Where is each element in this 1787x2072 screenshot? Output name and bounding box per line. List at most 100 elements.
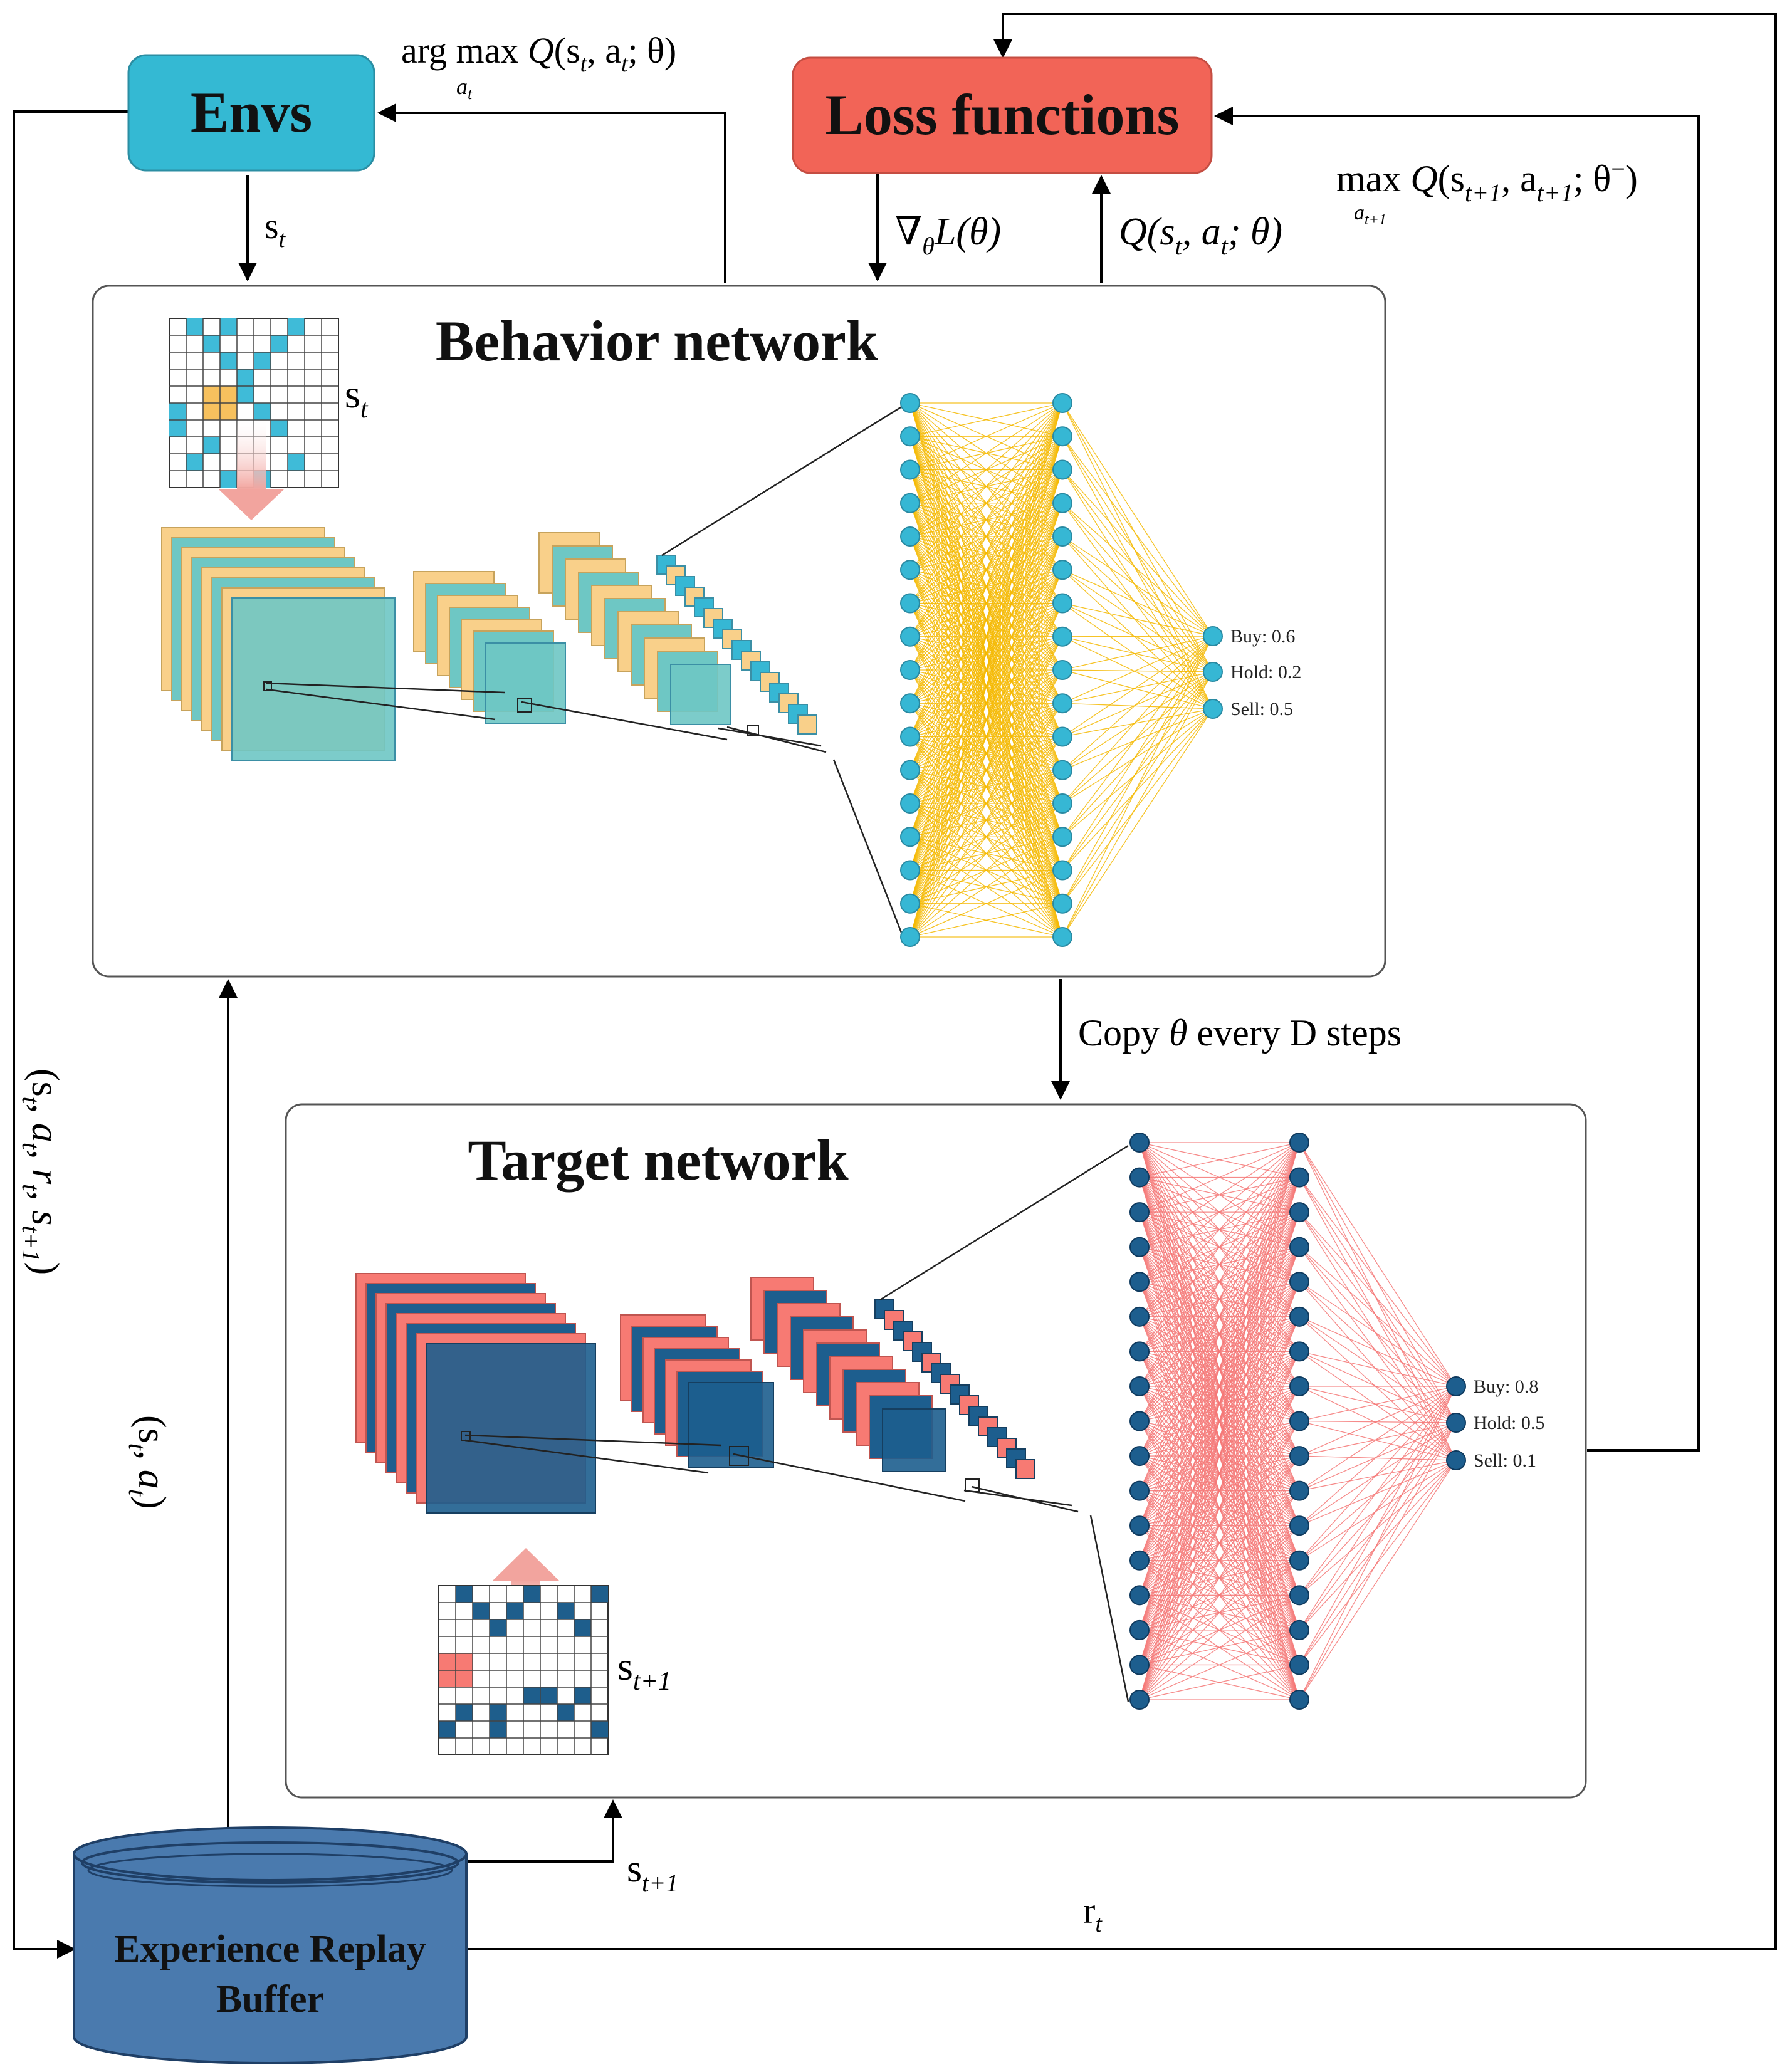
grid-cell-filled [490, 1704, 506, 1721]
fc-node-layer1 [1129, 1585, 1150, 1606]
kernel-marker [965, 1478, 980, 1492]
buffer-label-line1: Experience Replay [114, 1928, 426, 1970]
output-node-buy [1203, 626, 1223, 646]
experience-replay-buffer: Experience Replay Buffer [73, 1826, 468, 2064]
fc-node-layer1 [1129, 1237, 1150, 1257]
receptive-field-line [464, 1439, 709, 1474]
envs-box [127, 54, 375, 172]
fc-node-layer1 [900, 493, 920, 513]
arrow-buffer-to-target [466, 1799, 622, 1863]
fc-node-layer2 [1052, 893, 1072, 914]
grid-cell-filled [523, 1586, 540, 1603]
output-label-sell: Sell: 0.5 [1230, 699, 1293, 719]
fc-node-layer1 [900, 827, 920, 847]
fc-node-layer1 [900, 626, 920, 647]
fc-node-layer1 [900, 526, 920, 547]
fc-node-layer2 [1289, 1446, 1309, 1467]
conv-feature-map-front [882, 1408, 946, 1472]
receptive-field-line [726, 726, 827, 753]
argmax-label: arg max Q(st, at; θ) at [401, 30, 676, 103]
svg-text:at: at [456, 74, 473, 103]
fc-node-layer2 [1289, 1550, 1309, 1571]
receptive-field-line [1089, 1515, 1129, 1702]
receptive-field-line [971, 1485, 1079, 1513]
grid-cell-filled [456, 1704, 473, 1721]
fc-node-layer2 [1289, 1133, 1309, 1153]
fc-node-layer1 [1129, 1411, 1150, 1431]
arrow-envs-to-buffer [13, 110, 128, 1959]
fc-node-layer1 [1129, 1690, 1150, 1710]
label-q-current: Q(st, at; θ) [1119, 211, 1282, 260]
target-input-arrow-head [493, 1548, 559, 1581]
fc-node-layer2 [1052, 927, 1072, 947]
fc-node-layer1 [1129, 1550, 1150, 1571]
grid-cell-filled [169, 403, 186, 420]
fc-node-layer2 [1289, 1341, 1309, 1362]
fc-node-layer2 [1289, 1202, 1309, 1223]
kernel-marker [461, 1431, 471, 1441]
output-label-sell: Sell: 0.1 [1474, 1450, 1536, 1471]
output-node-sell [1203, 699, 1223, 719]
fc-node-layer1 [900, 793, 920, 814]
fc-node-layer2 [1289, 1515, 1309, 1536]
grid-cell-filled [203, 437, 220, 454]
fc-node-layer2 [1052, 593, 1072, 614]
receptive-field-line [832, 759, 904, 936]
fc-node-layer1 [1129, 1341, 1150, 1362]
fc-node-layer1 [900, 927, 920, 947]
fc-node-layer1 [1129, 1446, 1150, 1467]
grid-cell-filled [169, 420, 186, 437]
grid-cell-filled [557, 1704, 574, 1721]
output-node-buy [1446, 1376, 1466, 1396]
fc-node-layer2 [1052, 660, 1072, 680]
grid-cell-filled [254, 352, 271, 369]
fc-node-layer2 [1052, 493, 1072, 513]
svg-text:(st, at, rt, st+1): (st, at, rt, st+1) [17, 1069, 66, 1275]
grid-cell-filled [254, 403, 271, 420]
grid-cell-filled [523, 1687, 540, 1704]
grid-cell-filled [288, 318, 305, 335]
fc-node-layer1 [900, 560, 920, 580]
conv-feature-map-front [231, 597, 396, 761]
grid-cell-filled [439, 1721, 456, 1738]
fc-connections [909, 402, 1213, 938]
grid-cell-filled [271, 335, 288, 352]
svg-text:at+1: at+1 [1354, 201, 1386, 228]
fc-node-layer1 [900, 893, 920, 914]
fc-node-layer1 [900, 693, 920, 714]
label-max-q-target: max Q(st+1, at+1; θ−) at+1 [1336, 155, 1638, 228]
label-copy-theta: Copy θ every D steps [1078, 1012, 1402, 1054]
fc-connections [1139, 1142, 1457, 1700]
label-st-envs: st [265, 206, 286, 253]
grid-cell-filled [591, 1721, 608, 1738]
fc-node-layer2 [1052, 827, 1072, 847]
arrow-target-to-loss [1214, 107, 1700, 1452]
fc-node-layer2 [1289, 1655, 1309, 1675]
grid-cell-filled [203, 335, 220, 352]
kernel-marker [729, 1446, 749, 1466]
conv-feature-map-front [426, 1343, 596, 1514]
fc-node-layer1 [1129, 1515, 1150, 1536]
grid-cell-filled [220, 318, 237, 335]
grid-cell-filled [237, 386, 254, 403]
fc-node-layer1 [1129, 1202, 1150, 1223]
fc-node-layer2 [1052, 626, 1072, 647]
label-st1-target: st+1 [617, 1644, 671, 1696]
behavior-input-arrow [237, 421, 266, 490]
grid-cell-filled [186, 318, 203, 335]
fc-node-layer1 [1129, 1376, 1150, 1396]
fc-node-layer2 [1052, 393, 1072, 413]
flatten-unit [1015, 1459, 1035, 1479]
grid-cell-filled [490, 1721, 506, 1738]
flatten-unit [797, 714, 817, 735]
grid-cell-filled [591, 1586, 608, 1603]
fc-node-layer2 [1289, 1585, 1309, 1606]
receptive-field-line [464, 1434, 721, 1447]
output-node-hold [1446, 1413, 1466, 1433]
fc-node-layer2 [1052, 726, 1072, 747]
fc-node-layer1 [900, 726, 920, 747]
fc-node-layer2 [1289, 1411, 1309, 1431]
label-transition-tuple: (st, at, rt, st+1) [17, 1069, 66, 1275]
kernel-marker [517, 698, 532, 713]
